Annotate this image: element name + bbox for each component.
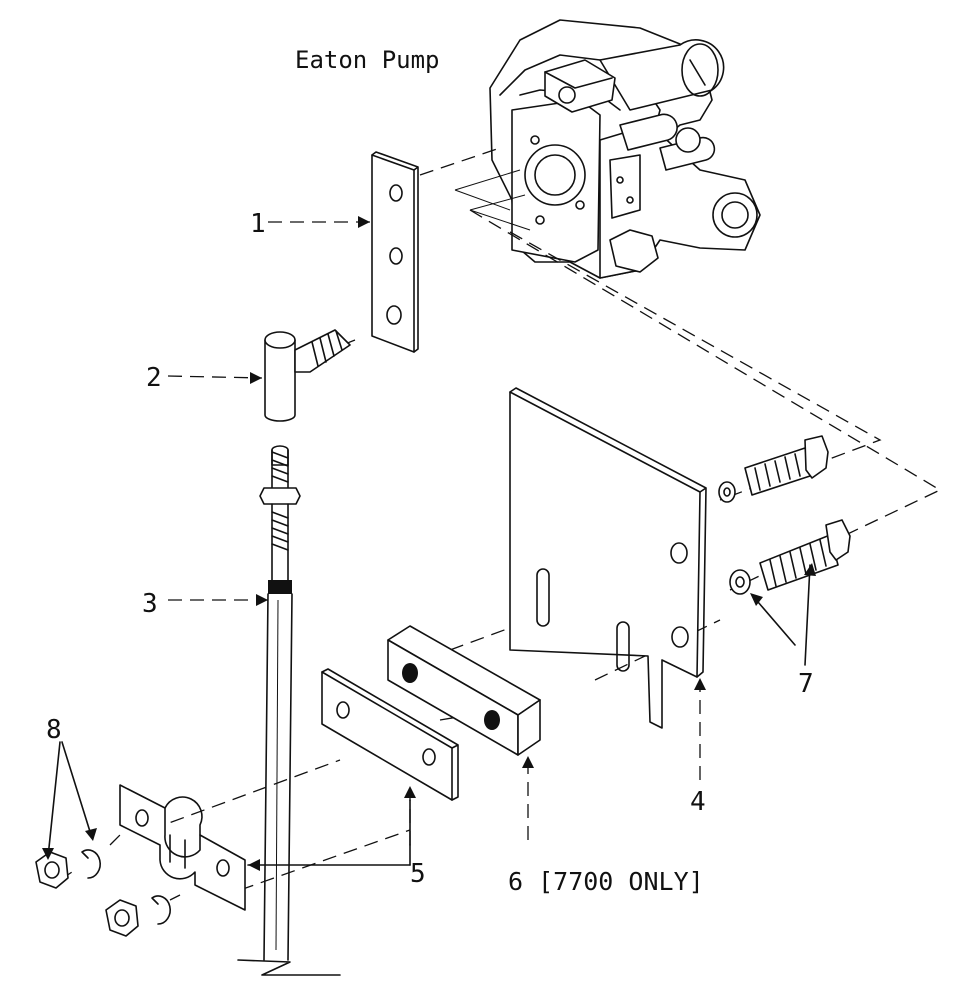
eaton-pump (454, 19, 761, 279)
callout-4: 4 (690, 787, 706, 817)
callout-3: 3 (142, 589, 158, 619)
part-6-spacer-block (387, 625, 541, 756)
callout-5: 5 (410, 859, 426, 889)
callout-7: 7 (798, 669, 814, 699)
part-3-rod (237, 445, 341, 976)
part-5-saddle-clamp (119, 784, 246, 911)
callout-6: 6 [7700 ONLY] (508, 867, 704, 896)
diagram-title: Eaton Pump (295, 46, 440, 74)
part-8-nut-washer-lower (105, 895, 171, 937)
part-5-clamp-plate (321, 668, 459, 801)
callout-2: 2 (146, 363, 162, 393)
assembly-guide-lines (59, 147, 942, 901)
part-7-bolt-lower (729, 519, 851, 595)
part-7-bolt-upper (718, 435, 829, 503)
part-8-nut-washer-upper (35, 849, 101, 889)
part-2-swivel-block (264, 329, 351, 422)
callout-8: 8 (46, 715, 62, 745)
leader-lines (42, 216, 816, 871)
part-4-bracket-plate (509, 387, 707, 729)
part-1-link-plate (371, 151, 419, 353)
callout-1: 1 (250, 209, 266, 239)
